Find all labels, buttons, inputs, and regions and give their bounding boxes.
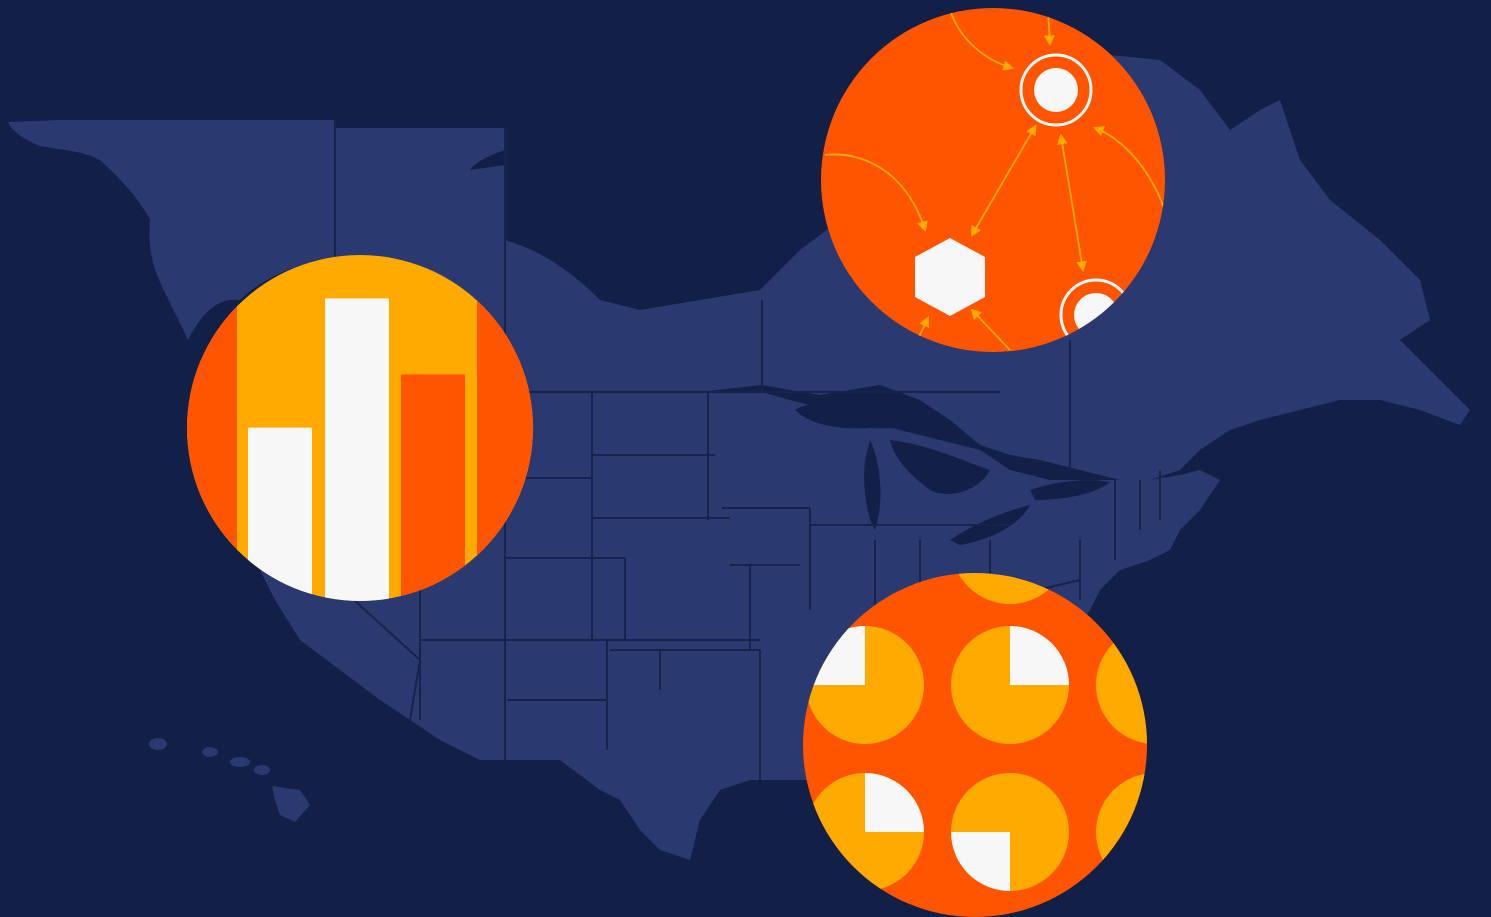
pie-tile-edge bbox=[1096, 773, 1147, 891]
network-link bbox=[970, 124, 1037, 237]
pie-tile-edge bbox=[1096, 626, 1147, 744]
network-link bbox=[824, 153, 928, 233]
network-hexagon-node bbox=[915, 238, 985, 316]
hawaii-shape bbox=[149, 738, 310, 822]
alaska-shape bbox=[8, 120, 335, 340]
bar-badge-bar bbox=[325, 298, 389, 601]
pie-pattern-icon bbox=[803, 573, 1147, 917]
network-link bbox=[1092, 126, 1165, 211]
network-node bbox=[1034, 68, 1078, 112]
network-graph-icon bbox=[821, 8, 1165, 352]
network-link bbox=[1057, 133, 1087, 273]
network-node-ring bbox=[1019, 53, 1093, 127]
bar-badge-bar bbox=[401, 374, 465, 601]
bar-chart-icon bbox=[187, 255, 533, 601]
network-link bbox=[970, 308, 1011, 351]
network-link bbox=[949, 9, 1015, 71]
